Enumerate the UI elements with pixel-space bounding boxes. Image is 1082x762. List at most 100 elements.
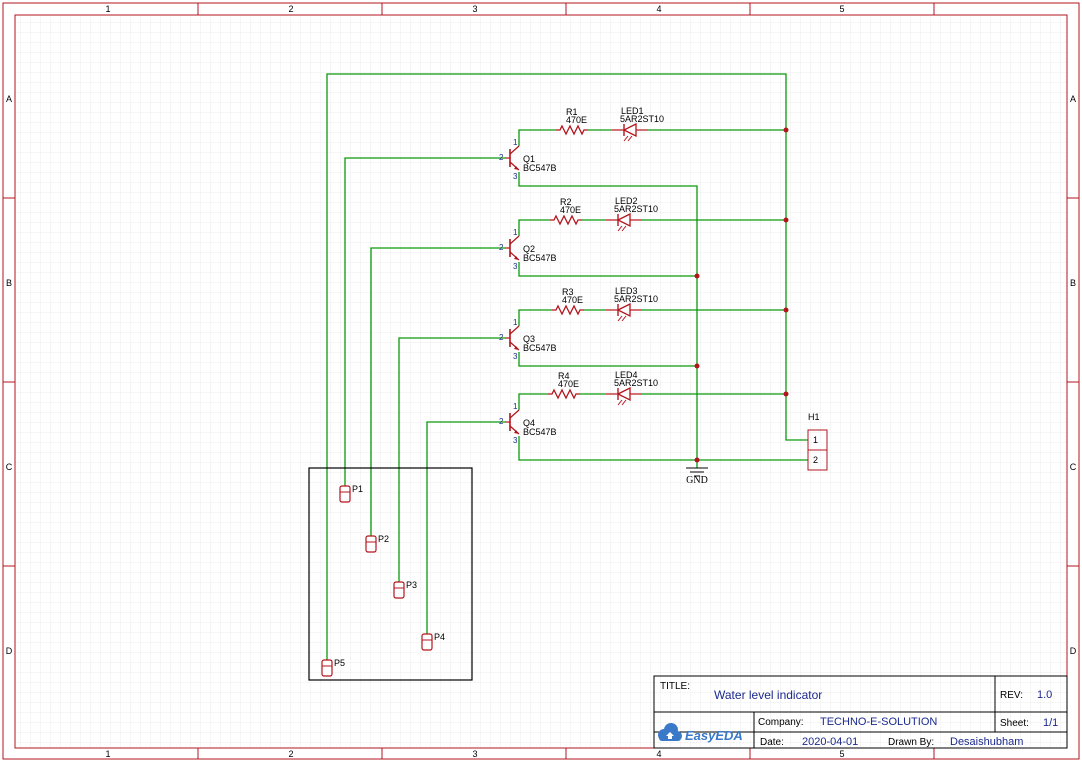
junction-dots — [694, 127, 789, 463]
probe-p4: P4 — [421, 632, 445, 651]
transistor-ref: Q2 — [523, 244, 535, 254]
rev-label: REV: — [1000, 690, 1023, 701]
frame-column-label: 1 — [105, 4, 110, 14]
title-value: Water level indicator — [714, 688, 822, 702]
probe-p1: P1 — [339, 484, 363, 503]
header-pin-1: 1 — [813, 435, 818, 445]
title-block — [653, 675, 1068, 749]
led-value: 5AR2ST10 — [614, 204, 658, 214]
probe-p3: P3 — [393, 580, 417, 599]
drawn-by-value: Desaishubham — [950, 736, 1023, 748]
frame-column-label: 2 — [288, 4, 293, 14]
frame-row-label: B — [1070, 278, 1076, 288]
cloud-icon — [658, 723, 682, 741]
transistor-pin-label: 1 — [513, 402, 518, 411]
easyeda-logo: EasyEDA — [658, 723, 743, 743]
date-value: 2020-04-01 — [802, 736, 858, 748]
transistor-pin-label: 3 — [513, 172, 518, 181]
frame-column-label: 1 — [105, 749, 110, 759]
transistor-value: BC547B — [523, 163, 557, 173]
transistor-pin-label: 1 — [513, 228, 518, 237]
resistor-ref: R3 — [562, 287, 574, 297]
probe-label: P3 — [406, 580, 417, 590]
led-ref: LED3 — [615, 286, 638, 296]
transistor-ref: Q3 — [523, 334, 535, 344]
transistor-pin-label: 3 — [513, 436, 518, 445]
drawn-by-label: Drawn By: — [888, 737, 934, 748]
wire-net — [326, 73, 808, 660]
frame-row-label: B — [6, 278, 12, 288]
led-value: 5AR2ST10 — [614, 294, 658, 304]
tank-outline — [308, 467, 473, 681]
frame-row-label: C — [1070, 462, 1077, 472]
transistor-ref: Q1 — [523, 154, 535, 164]
transistor-value: BC547B — [523, 427, 557, 437]
transistor-pin-label: 1 — [513, 318, 518, 327]
resistor-ref: R1 — [566, 107, 578, 117]
sheet-value: 1/1 — [1043, 717, 1058, 729]
frame-column-label: 4 — [656, 749, 661, 759]
frame-column-label: 3 — [472, 749, 477, 759]
header-pin-2: 2 — [813, 455, 818, 465]
transistor-pin-label: 1 — [513, 138, 518, 147]
probe-p5: P5 — [321, 658, 345, 677]
company-label: Company: — [758, 717, 804, 728]
frame-column-label: 4 — [656, 4, 661, 14]
led-group: LED15AR2ST10LED25AR2ST10LED35AR2ST10LED4… — [606, 106, 664, 406]
resistor-value: 470E — [560, 205, 581, 215]
transistor-group: 123Q1BC547B123Q2BC547B123Q3BC547B123Q4BC… — [499, 138, 557, 445]
frame-row-label: A — [6, 94, 12, 104]
ground-symbol — [686, 467, 708, 477]
transistor-pin-label: 2 — [499, 417, 504, 426]
probe-label: P1 — [352, 484, 363, 494]
transistor-value: BC547B — [523, 343, 557, 353]
probe-label: P5 — [334, 658, 345, 668]
led-value: 5AR2ST10 — [620, 114, 664, 124]
resistor-value: 470E — [558, 379, 579, 389]
date-label: Date: — [760, 737, 784, 748]
schematic-grid — [15, 15, 1068, 748]
company-value: TECHNO-E-SOLUTION — [820, 716, 937, 728]
resistor-value: 470E — [562, 295, 583, 305]
frame-column-label: 3 — [472, 4, 477, 14]
transistor-pin-label: 3 — [513, 352, 518, 361]
rev-value: 1.0 — [1037, 689, 1052, 701]
sheet-label: Sheet: — [1000, 718, 1029, 729]
header-h1: H1 1 2 — [807, 412, 828, 471]
resistor-value: 470E — [566, 115, 587, 125]
transistor-pin-label: 3 — [513, 262, 518, 271]
transistor-pin-label: 2 — [499, 243, 504, 252]
ground-label: GND — [686, 475, 708, 486]
probe-label: P2 — [378, 534, 389, 544]
easyeda-logo-text: EasyEDA — [685, 728, 743, 743]
probe-p2: P2 — [365, 534, 389, 553]
frame-row-label: D — [1070, 646, 1077, 656]
transistor-value: BC547B — [523, 253, 557, 263]
frame-column-label: 5 — [839, 4, 844, 14]
transistor-pin-label: 2 — [499, 153, 504, 162]
resistor-ref: R2 — [560, 197, 572, 207]
frame-column-label: 2 — [288, 749, 293, 759]
led-ref: LED4 — [615, 370, 638, 380]
probe-label: P4 — [434, 632, 445, 642]
frame-row-label: D — [6, 646, 13, 656]
transistor-ref: Q4 — [523, 418, 535, 428]
resistor-ref: R4 — [558, 371, 570, 381]
frame-zone-ticks — [3, 3, 1079, 759]
led-value: 5AR2ST10 — [614, 378, 658, 388]
